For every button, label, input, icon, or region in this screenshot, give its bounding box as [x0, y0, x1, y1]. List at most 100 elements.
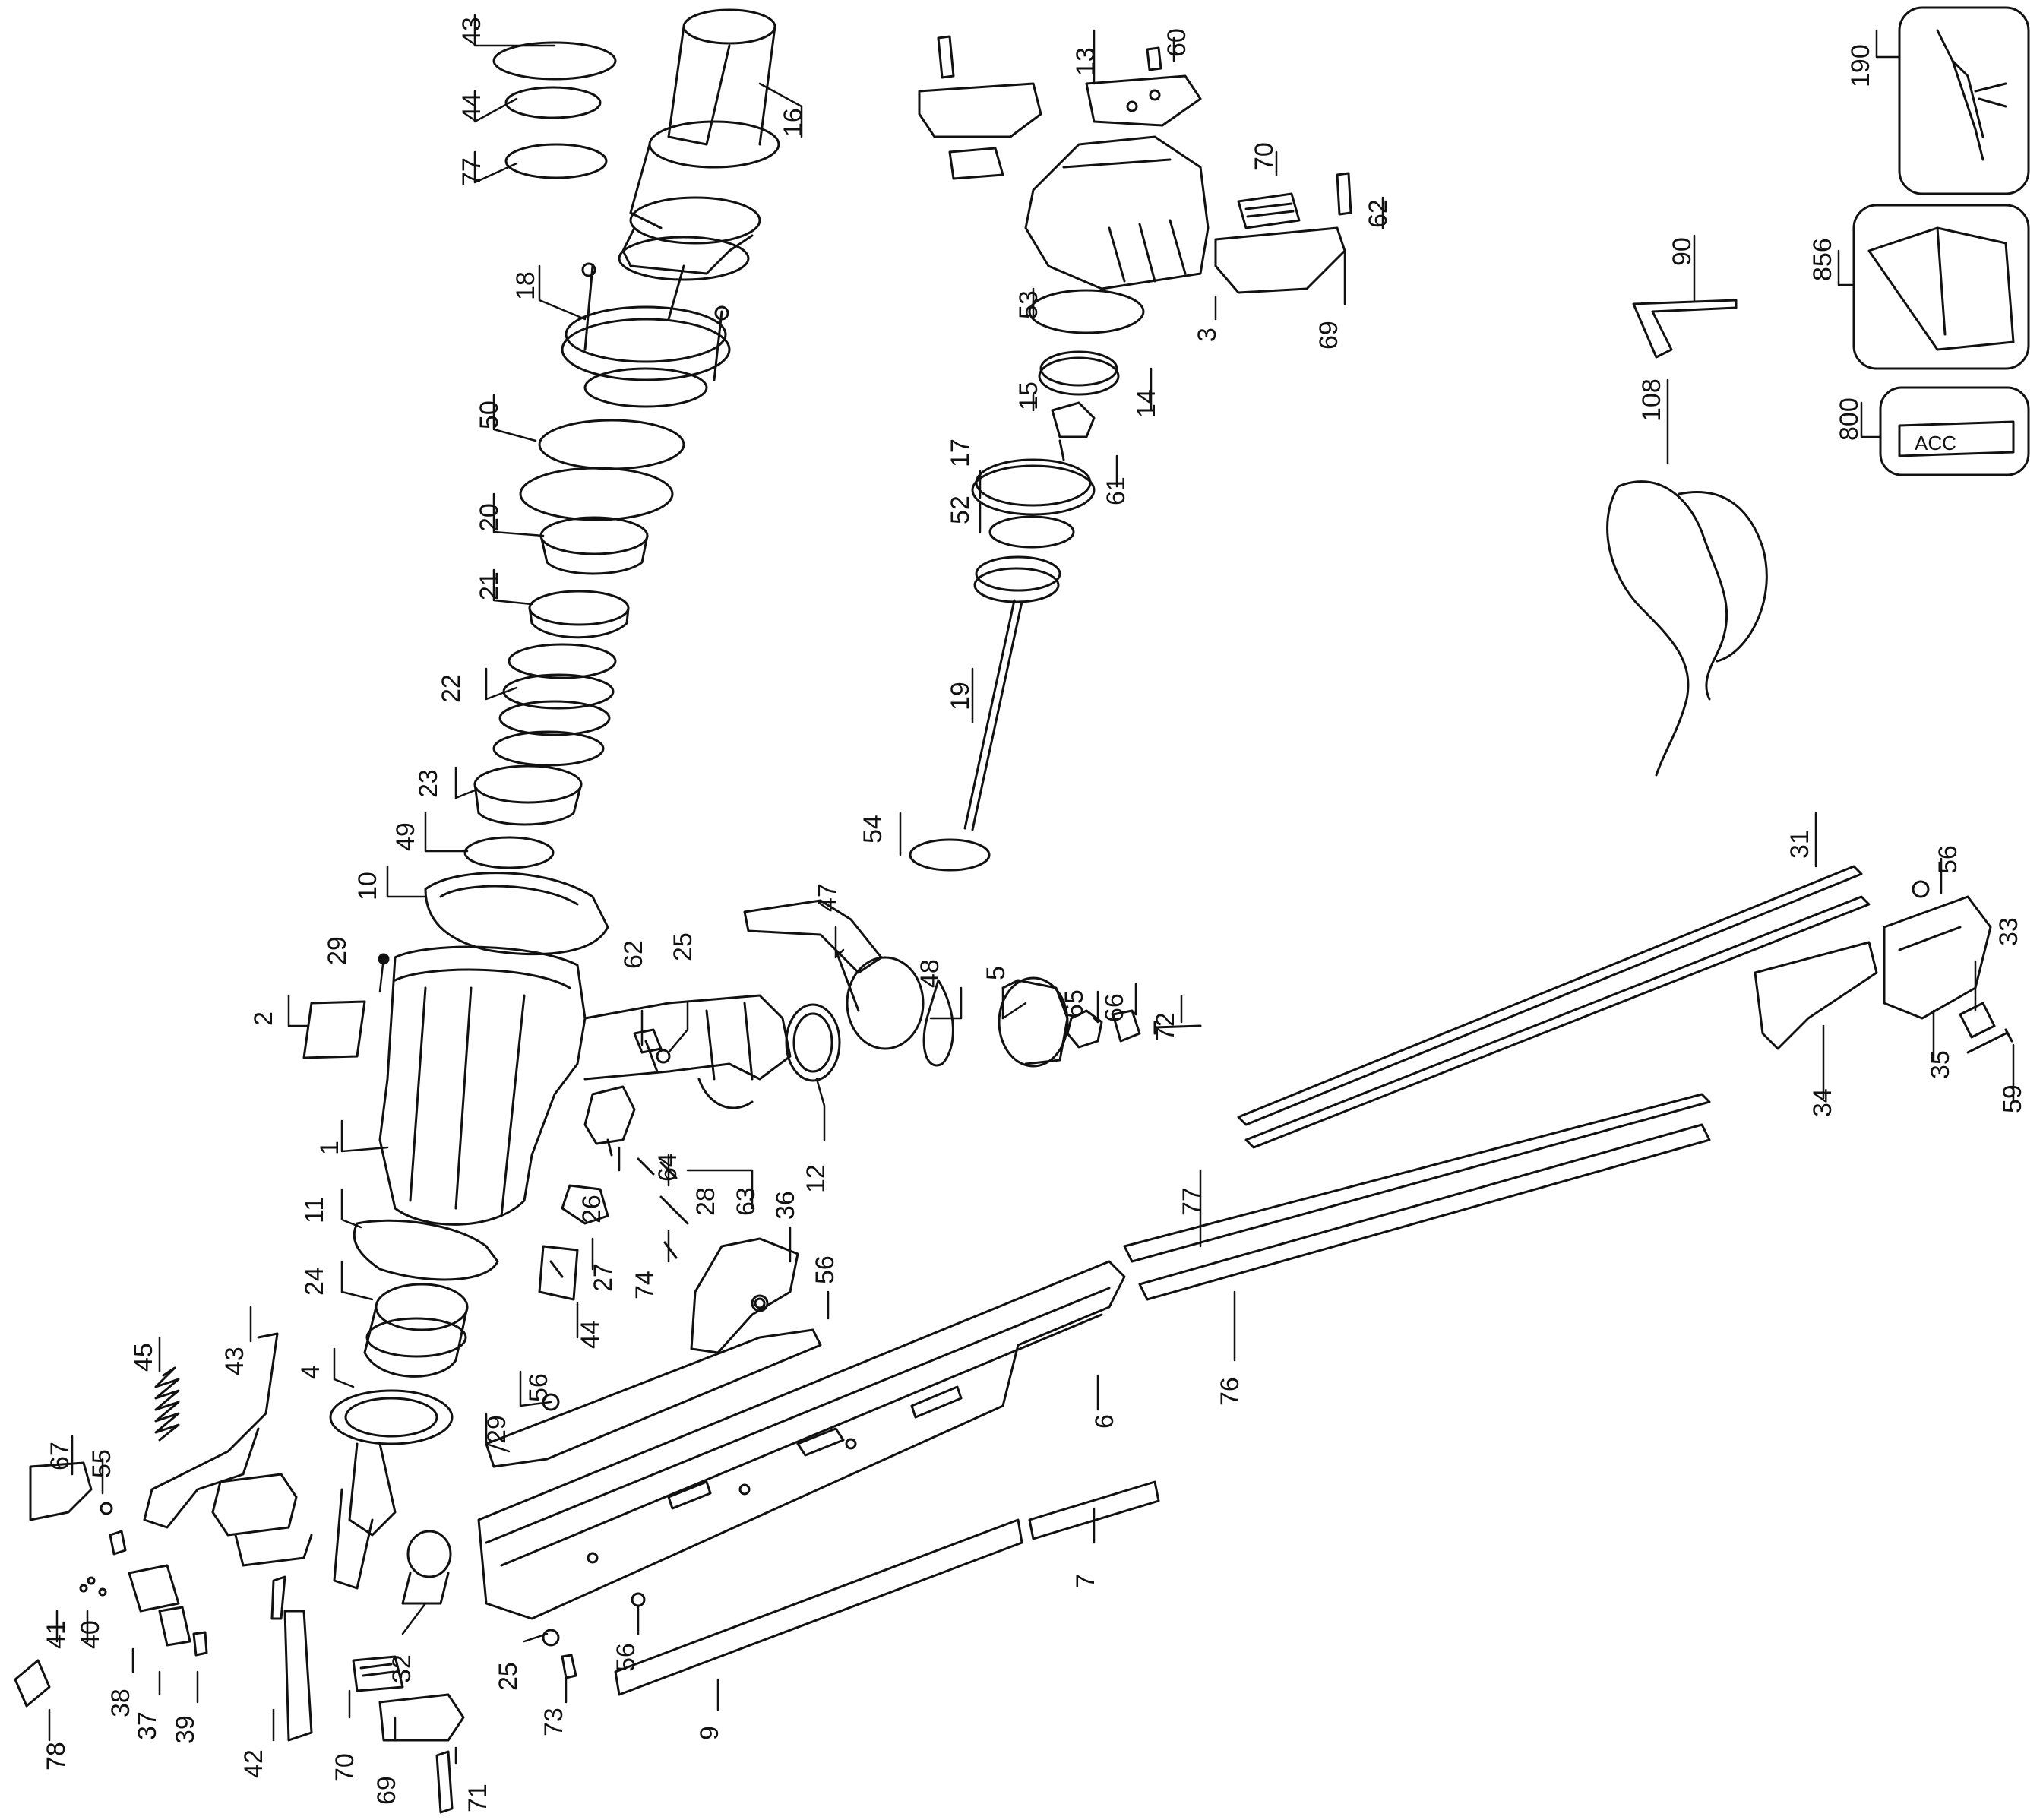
part-label: 31	[1785, 830, 1814, 859]
nut-14	[1038, 350, 1120, 396]
part-label: 42	[239, 1749, 268, 1778]
part-label: 74	[631, 1271, 659, 1299]
screw-62-left	[633, 1028, 663, 1073]
part-label: 25	[669, 932, 697, 961]
part-label: 65	[1060, 989, 1089, 1018]
strip-9	[614, 1518, 1023, 1696]
rail-31	[1237, 865, 1871, 1149]
o-ring-78	[504, 143, 608, 179]
rail-30	[485, 1328, 822, 1468]
nut-55	[100, 1502, 113, 1515]
pad-70-bottom	[352, 1655, 404, 1692]
o-ring-54	[909, 838, 991, 872]
gasket-11	[353, 1219, 499, 1281]
part-label: 29	[323, 936, 352, 965]
pad-69-left	[211, 1473, 313, 1567]
seal-12	[785, 1003, 841, 1082]
bracket-44	[538, 1245, 579, 1301]
parts-37-41	[79, 1530, 208, 1657]
inset-800	[1898, 6, 2030, 195]
part-label: 72	[1151, 1012, 1180, 1041]
part-label: 40	[76, 1620, 105, 1649]
bracket-top-cap	[918, 82, 1042, 180]
part-label: 48	[916, 959, 944, 988]
housing-1	[378, 945, 792, 1226]
part-label: 17	[946, 438, 975, 467]
screw-61	[1058, 439, 1065, 461]
part-label: 25	[494, 1662, 523, 1691]
part-label: 55	[87, 1449, 116, 1478]
part-label: 76	[1216, 1377, 1244, 1406]
nut-56-mid	[754, 1297, 766, 1309]
screw-top-cap	[937, 35, 955, 79]
part-label: 45	[129, 1343, 158, 1372]
part-label: 70	[330, 1753, 359, 1782]
part-label: 14	[1132, 389, 1161, 418]
nose-32	[401, 1530, 452, 1605]
part-label: 71	[463, 1784, 492, 1812]
guard-67	[29, 1461, 93, 1521]
part-label: 20	[475, 503, 504, 532]
part-label: 43	[457, 17, 486, 46]
inset-856: ACC	[1879, 386, 2030, 476]
part-label: 67	[46, 1442, 74, 1470]
part-label: 60	[1162, 28, 1191, 57]
part-label: 27	[589, 1263, 618, 1292]
part-label: 73	[539, 1708, 568, 1736]
cylinder-16	[618, 8, 780, 281]
part-label: 62	[619, 940, 648, 969]
pusher-34	[1754, 941, 1878, 1050]
part-label: 26	[577, 1195, 606, 1223]
part-label: 64	[653, 1153, 682, 1182]
pin-33	[1959, 1002, 1996, 1039]
wrench-108	[1632, 299, 1738, 359]
screw-58	[631, 1592, 646, 1607]
nut-56-right	[1912, 880, 1930, 898]
washer-25-bottom	[542, 1629, 560, 1647]
part-label: 15	[1014, 381, 1043, 410]
o-ring-48	[463, 836, 555, 869]
part-label: 59	[1998, 1084, 2027, 1113]
part-label: 29	[482, 1415, 511, 1444]
bumper-24	[363, 1283, 469, 1378]
part-label: 63	[732, 1187, 761, 1216]
screw-73	[561, 1654, 577, 1679]
label-2	[302, 1000, 366, 1059]
rail-77	[1123, 1093, 1711, 1263]
part-label: 39	[171, 1715, 200, 1744]
part-label: 36	[771, 1191, 800, 1220]
part-label: 47	[813, 883, 842, 912]
part-label: 56	[811, 1255, 840, 1284]
part-label: 28	[691, 1187, 720, 1216]
part-label: 34	[1808, 1088, 1837, 1117]
nose-base-4	[329, 1389, 454, 1590]
part-label: 62	[1364, 199, 1393, 228]
pad-68	[1214, 226, 1346, 294]
part-label: 2	[249, 1011, 278, 1026]
part-label: 52	[946, 495, 975, 524]
ring-47	[846, 956, 954, 1067]
strip-7	[1028, 1480, 1160, 1540]
part-label: 66	[1100, 993, 1129, 1022]
part-label: 6	[1090, 1414, 1119, 1429]
o-ring-52	[988, 515, 1075, 549]
part-label: 18	[511, 271, 540, 300]
spring-22	[492, 643, 617, 767]
leader-lines	[48, 14, 2015, 1765]
piston-19	[963, 555, 1061, 831]
o-ring-50	[492, 41, 617, 81]
pin-74	[663, 1241, 678, 1259]
part-label: 21	[475, 571, 504, 600]
part-label: 13	[1071, 47, 1100, 76]
gasket-10	[424, 872, 609, 956]
part-label: 22	[437, 674, 466, 703]
rail-76	[1138, 1123, 1711, 1301]
pad-70-top	[1237, 192, 1301, 229]
bracket-46	[743, 899, 883, 1012]
part-label: 33	[1994, 917, 2023, 946]
part-label: 37	[133, 1711, 162, 1740]
inset-876	[1852, 204, 2030, 370]
kit-856-text: ACC	[1915, 432, 1956, 454]
part-labels: 43 44 77 16 18 50 20 21 22 23 49 10 29 2…	[42, 17, 2027, 1812]
